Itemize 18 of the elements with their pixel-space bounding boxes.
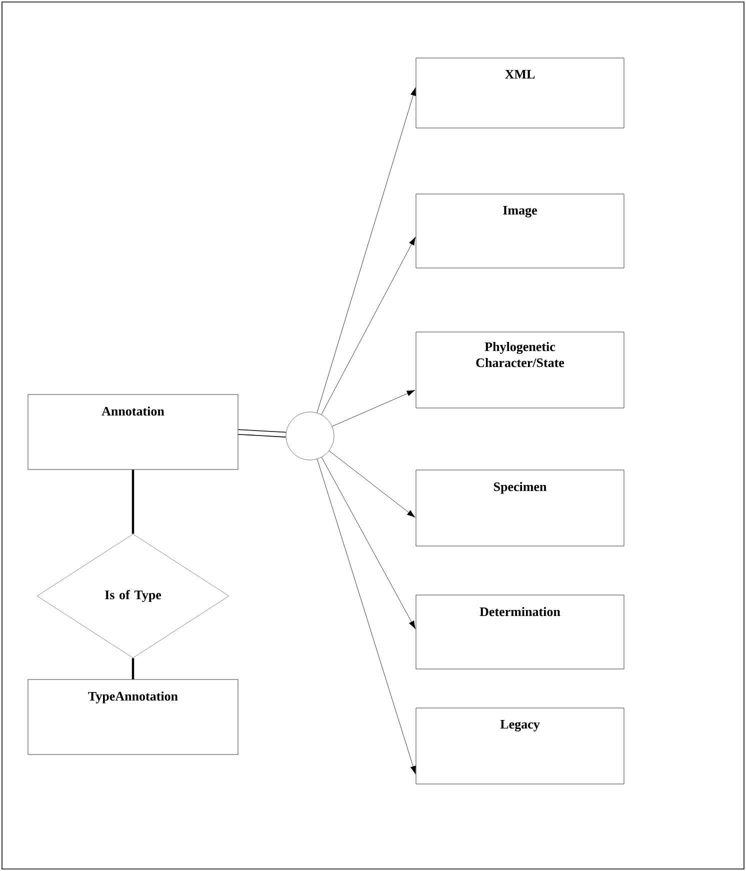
connector-line bbox=[238, 429, 286, 438]
entity-box: TypeAnnotation bbox=[28, 679, 238, 755]
entity-box: Specimen bbox=[416, 470, 624, 546]
connector-line bbox=[132, 470, 134, 534]
arrow bbox=[316, 87, 416, 414]
entity-box: Phylogenetic Character/State bbox=[416, 332, 624, 408]
relationship-circle bbox=[286, 412, 334, 460]
arrow bbox=[332, 390, 416, 427]
arrow bbox=[321, 236, 416, 415]
arrow bbox=[328, 450, 416, 518]
entity-box: XML bbox=[416, 58, 624, 128]
arrow bbox=[321, 457, 416, 630]
entity-box: Annotation bbox=[28, 394, 238, 470]
entity-box: Determination bbox=[416, 594, 624, 670]
entity-box: Image bbox=[416, 194, 624, 268]
entity-box: Legacy bbox=[416, 708, 624, 784]
arrow bbox=[317, 458, 416, 774]
connector-line bbox=[132, 658, 134, 680]
